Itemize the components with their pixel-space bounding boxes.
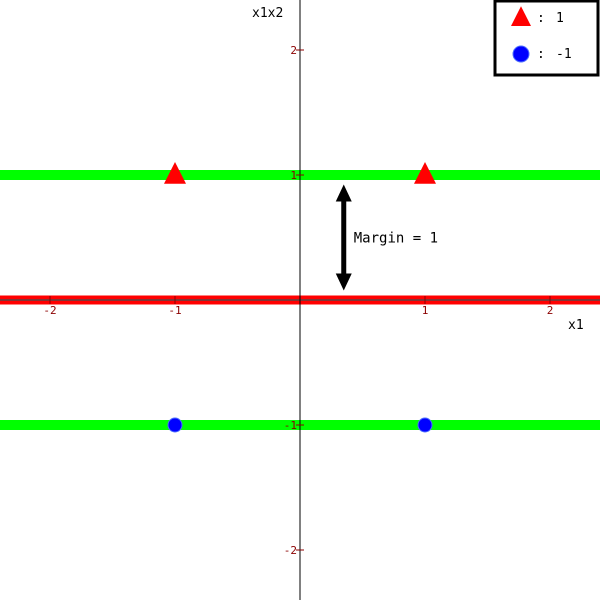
legend-separator: :	[537, 47, 545, 62]
y-axis-title: x1x2	[252, 6, 283, 21]
y-tick-label: 2	[290, 44, 297, 57]
x-tick-label: -2	[43, 304, 56, 317]
class-pos-triangle-point	[164, 162, 186, 184]
legend-box	[493, 0, 600, 77]
class-neg-circle-point	[167, 417, 183, 433]
y-tick-label: -1	[284, 419, 297, 432]
margin-annotation: Margin = 1	[335, 184, 438, 291]
margin-arrow-head-up	[335, 184, 352, 202]
y-tick-label: -2	[284, 544, 297, 557]
legend-label: 1	[556, 11, 564, 26]
legend: :1:-1	[493, 0, 600, 77]
class-neg-circle-point	[417, 417, 433, 433]
class-pos-triangle-point	[414, 162, 436, 184]
x-tick-label: -1	[168, 304, 181, 317]
margin-label: Margin = 1	[354, 231, 438, 247]
legend-separator: :	[537, 11, 545, 26]
y-tick-label: 1	[290, 169, 297, 182]
legend-triangle-icon	[511, 6, 531, 26]
x-axis-title: x1	[568, 318, 584, 333]
margin-arrow-head-down	[335, 273, 352, 291]
x-tick-label: 1	[422, 304, 429, 317]
data-points	[164, 162, 436, 433]
x-tick-label: 2	[547, 304, 554, 317]
tick-marks: -2 -1 1 2 2 1 -1 -2	[43, 44, 553, 557]
legend-label: -1	[556, 47, 572, 62]
legend-circle-icon	[512, 45, 530, 63]
